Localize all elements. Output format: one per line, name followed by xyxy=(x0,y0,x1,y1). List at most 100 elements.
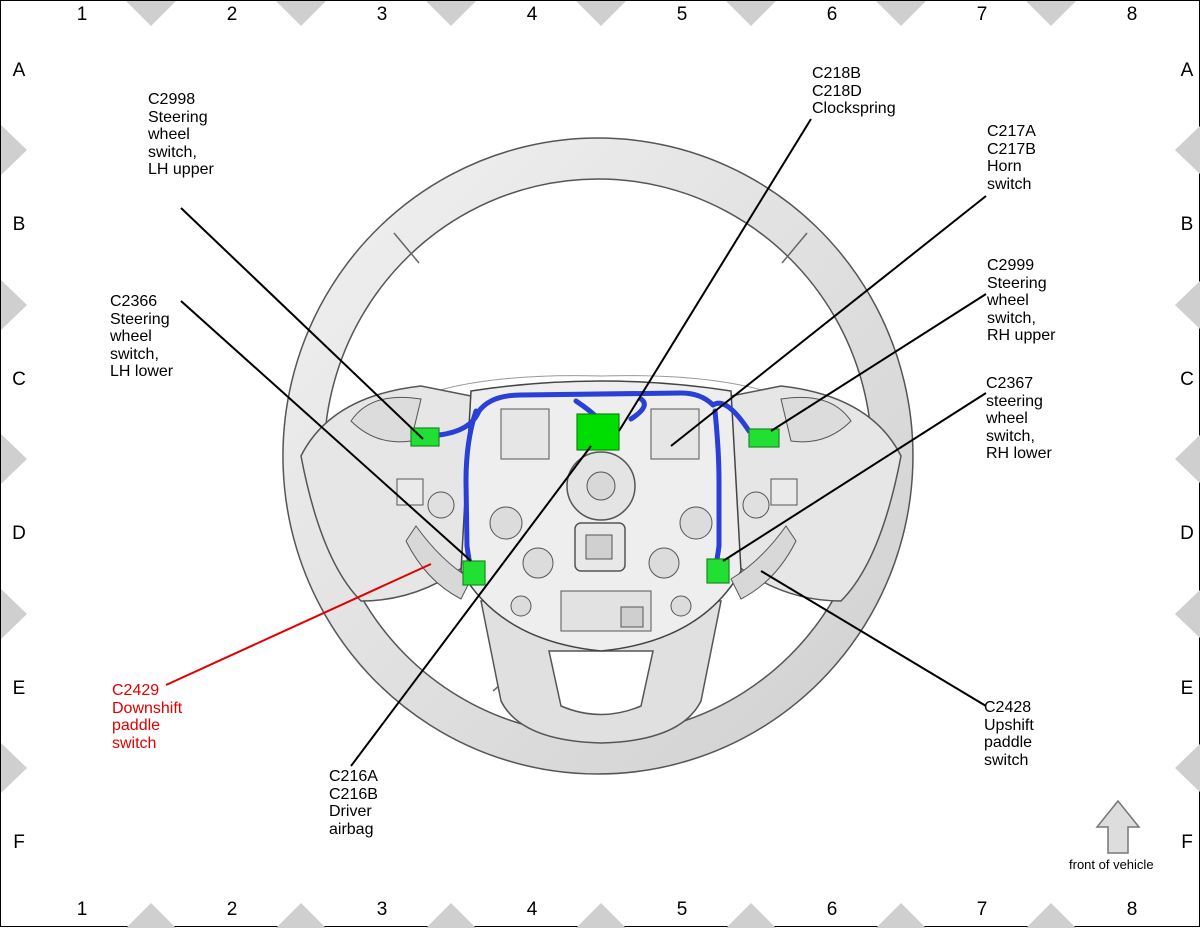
grid-col-top-8: 8 xyxy=(1126,4,1138,25)
leader-c2998 xyxy=(180,207,424,440)
callout-line: RH lower xyxy=(986,445,1052,462)
callout-line: C2367 xyxy=(986,375,1034,392)
grid-row-left-f: F xyxy=(13,832,25,853)
connectors xyxy=(410,413,780,586)
callout-line: C216B xyxy=(329,785,378,803)
connector-c218-clockspring xyxy=(576,413,620,451)
grid-col-bottom-5: 5 xyxy=(676,899,688,920)
grid-col-top-6: 6 xyxy=(826,4,838,25)
callout-c217: C217A C217B Horn switch xyxy=(987,123,1036,193)
grid-col-top-5: 5 xyxy=(676,4,688,25)
zone-marker xyxy=(576,1,626,26)
grid-row-right-e: E xyxy=(1180,678,1194,699)
callout-line: switch, xyxy=(110,345,159,363)
leader-c2429 xyxy=(165,563,432,686)
callout-c216: C216A C216B Driver airbag xyxy=(329,768,378,838)
callout-line: C2999 xyxy=(987,257,1035,274)
callout-c2428: C2428 Upshift paddle switch xyxy=(984,699,1034,769)
callout-line: Upshift xyxy=(984,716,1034,734)
callout-line: Horn xyxy=(987,158,1022,175)
callout-line: switch, xyxy=(986,427,1035,445)
up-arrow-icon xyxy=(1095,799,1141,854)
grid-row-left-e: E xyxy=(12,678,26,699)
callout-line: wheel xyxy=(987,292,1029,309)
steering-wheel-hub xyxy=(300,380,902,744)
front-of-vehicle-label: front of vehicle xyxy=(1069,857,1154,872)
leader-c218 xyxy=(618,118,812,432)
grid-col-bottom-6: 6 xyxy=(826,899,838,920)
grid-col-top-7: 7 xyxy=(976,4,988,25)
zone-marker xyxy=(276,903,326,928)
zone-marker xyxy=(1175,743,1200,793)
zone-marker xyxy=(1026,903,1076,928)
zone-marker xyxy=(126,1,176,26)
leader-c2999 xyxy=(770,293,987,432)
callout-c2999: C2999 Steering wheel switch, RH upper xyxy=(987,257,1055,345)
zone-marker xyxy=(426,1,476,26)
zone-marker xyxy=(276,1,326,26)
grid-row-left-a: A xyxy=(12,60,26,81)
grid-row-right-d: D xyxy=(1180,523,1194,544)
leader-c2366 xyxy=(180,300,472,562)
zone-marker xyxy=(726,1,776,26)
grid-row-right-f: F xyxy=(1181,832,1193,853)
grid-col-top-4: 4 xyxy=(526,4,538,25)
zone-marker xyxy=(1175,434,1200,484)
grid-col-bottom-1: 1 xyxy=(76,899,88,920)
callout-c2366: C2366 Steering wheel switch, LH lower xyxy=(110,293,173,381)
callout-line: paddle xyxy=(984,734,1033,751)
callout-c2367: C2367 steering wheel switch, RH lower xyxy=(986,375,1052,463)
callout-line: C217B xyxy=(987,140,1036,158)
callout-c218: C218B C218D Clockspring xyxy=(812,65,896,118)
callout-line: paddle xyxy=(112,717,161,734)
grid-row-right-c: C xyxy=(1180,369,1194,390)
callout-line: C216A xyxy=(329,768,378,785)
callout-line: switch xyxy=(984,751,1029,769)
grid-row-left-d: D xyxy=(12,523,26,544)
callout-line: wheel xyxy=(986,410,1028,427)
grid-col-bottom-4: 4 xyxy=(526,899,538,920)
connector-c2367 xyxy=(706,558,730,584)
grid-col-bottom-2: 2 xyxy=(226,899,238,920)
zone-marker xyxy=(1026,1,1076,26)
zone-marker xyxy=(1175,589,1200,639)
callout-line: C217A xyxy=(987,123,1036,140)
zone-marker xyxy=(876,903,926,928)
grid-col-top-2: 2 xyxy=(226,4,238,25)
callout-line: switch xyxy=(112,734,157,752)
zone-marker xyxy=(876,1,926,26)
zone-marker xyxy=(1,125,27,175)
callout-line: steering xyxy=(986,392,1043,410)
callout-line: LH lower xyxy=(110,363,174,380)
callout-c2998: C2998 Steering wheel switch, LH upper xyxy=(148,91,214,179)
connector-c2998 xyxy=(410,427,440,447)
grid-row-left-b: B xyxy=(12,214,26,235)
callout-line: C2428 xyxy=(984,699,1032,716)
callout-line: Steering xyxy=(148,108,208,126)
grid-row-left-c: C xyxy=(12,369,26,390)
zone-marker xyxy=(1,589,27,639)
zone-marker xyxy=(1,743,27,793)
zone-marker xyxy=(1,280,27,330)
callout-line: C218D xyxy=(812,82,862,100)
zone-marker xyxy=(1,434,27,484)
callout-line: Driver xyxy=(329,803,372,820)
callout-line: C218B xyxy=(812,65,861,82)
zone-marker xyxy=(726,903,776,928)
grid-row-right-b: B xyxy=(1180,214,1194,235)
leader-c217 xyxy=(670,195,987,447)
callout-line: switch, xyxy=(987,309,1036,327)
zone-marker xyxy=(426,903,476,928)
grid-col-bottom-7: 7 xyxy=(976,899,988,920)
grid-col-bottom-3: 3 xyxy=(376,899,388,920)
callout-line: airbag xyxy=(329,820,374,838)
leader-lines xyxy=(180,118,987,767)
leader-c2367 xyxy=(722,392,987,562)
callout-line: Downshift xyxy=(112,699,183,717)
grid-col-bottom-8: 8 xyxy=(1126,899,1138,920)
zone-marker xyxy=(1175,125,1200,175)
callout-line: wheel xyxy=(110,328,152,345)
